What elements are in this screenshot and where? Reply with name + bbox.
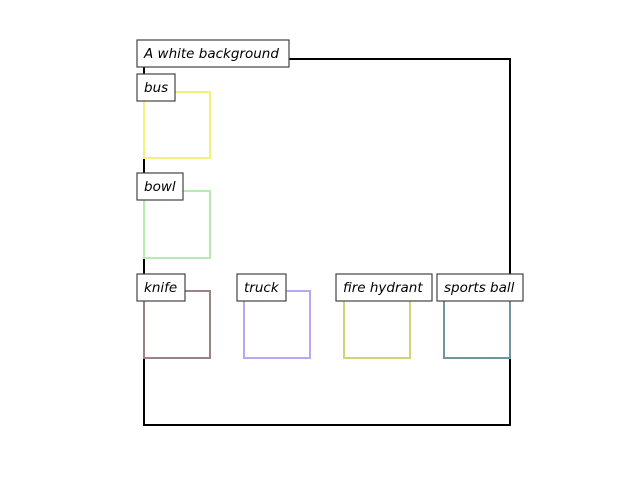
bus-label-box [136, 73, 176, 102]
scene-frame [143, 58, 511, 426]
knife-label-text: knife [144, 280, 177, 296]
fire-hydrant-label: fire hydrant [335, 273, 433, 302]
bowl-label: bowl [136, 172, 184, 201]
caption-label: A white background [136, 39, 290, 68]
bowl-bbox [143, 190, 211, 259]
fire-hydrant-label-box [335, 273, 433, 302]
sports-ball-label: sports ball [436, 273, 524, 302]
fire-hydrant-label-text: fire hydrant [343, 280, 423, 296]
knife-label-box [136, 273, 186, 302]
truck-label-box [236, 273, 287, 302]
knife-label: knife [136, 273, 186, 302]
sports-ball-label-box [436, 273, 524, 302]
bus-bbox [143, 91, 211, 159]
caption-label-box [136, 39, 290, 68]
sports-ball-label-text: sports ball [444, 280, 515, 296]
bowl-label-box [136, 172, 184, 201]
bus-label: bus [136, 73, 176, 102]
truck-label: truck [236, 273, 287, 302]
bus-label-text: bus [144, 80, 168, 96]
caption-text: A white background [143, 46, 279, 62]
bowl-label-text: bowl [144, 179, 176, 195]
truck-label-text: truck [244, 280, 280, 296]
